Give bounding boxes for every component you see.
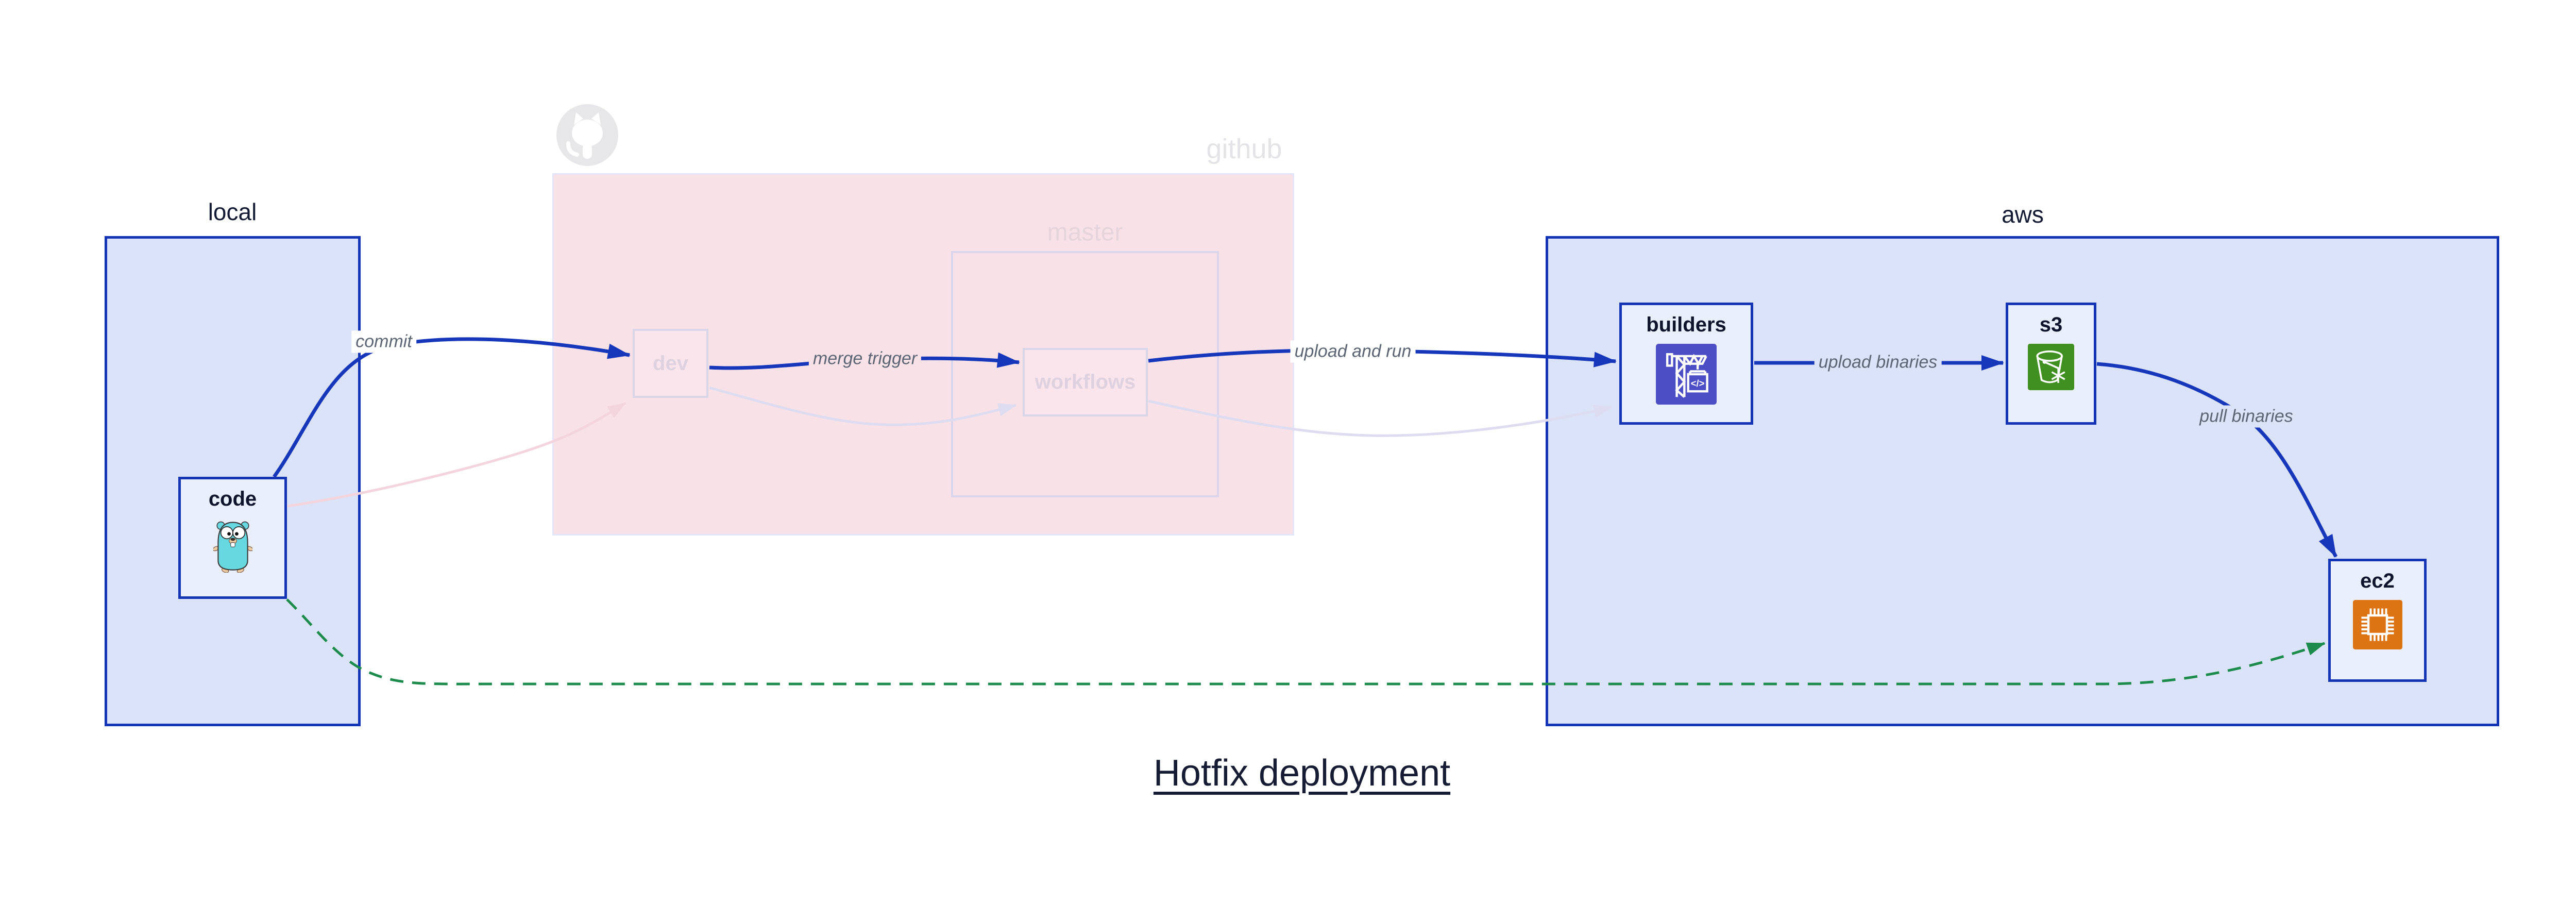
node-s3-label: s3	[2039, 313, 2063, 336]
node-code: code	[178, 477, 287, 599]
node-ec2-label: ec2	[2360, 570, 2395, 592]
edge-label-upload-and-run: upload and run	[1290, 340, 1416, 363]
edge-label-pull-binaries: pull binaries	[2195, 405, 2297, 428]
zone-label-aws: aws	[2002, 201, 2044, 228]
node-s3: s3	[2006, 303, 2096, 425]
edge-label-commit: commit	[351, 330, 416, 353]
node-ec2: ec2	[2328, 559, 2427, 682]
node-workflows: workflows	[1023, 348, 1148, 416]
codebuild-crane-icon: </>	[1656, 344, 1717, 405]
node-code-label: code	[208, 488, 257, 510]
go-gopher-icon	[213, 521, 252, 573]
edge-label-upload-binaries: upload binaries	[1814, 351, 1942, 374]
node-dev: dev	[633, 329, 708, 398]
ec2-chip-icon	[2352, 600, 2402, 649]
s3-bucket-icon	[2028, 344, 2074, 390]
svg-text:</>: </>	[1691, 378, 1705, 389]
node-builders: builders </>	[1619, 303, 1753, 425]
node-dev-label: dev	[653, 352, 688, 375]
zone-label-local: local	[208, 198, 257, 225]
node-workflows-label: workflows	[1035, 371, 1136, 393]
zone-master	[951, 251, 1219, 497]
node-builders-label: builders	[1646, 313, 1726, 336]
edge-label-merge-trigger: merge trigger	[808, 347, 922, 370]
zone-label-master: master	[1047, 219, 1123, 246]
zone-label-github: github	[1206, 133, 1282, 164]
diagram-title: Hotfix deployment	[1153, 753, 1451, 794]
github-octocat-icon	[556, 104, 618, 166]
